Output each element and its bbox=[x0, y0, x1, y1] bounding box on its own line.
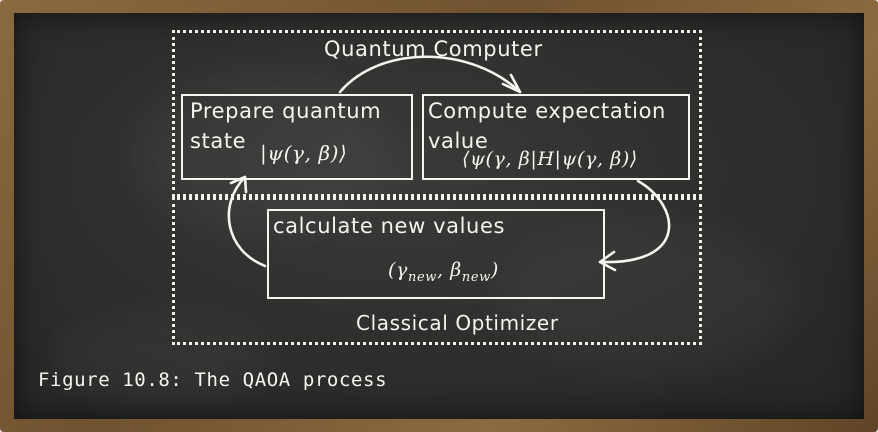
arrow-update-to-prepare bbox=[227, 175, 267, 268]
expectation-value-formula: ⟨ψ(γ, β|H|ψ(γ, β)⟩ bbox=[462, 148, 638, 170]
update-values-line1: calculate new values bbox=[273, 214, 506, 238]
classical-optimizer-label: Classical Optimizer bbox=[356, 311, 559, 335]
expectation-value-line1: Compute expectation bbox=[428, 99, 666, 123]
arrow-prepare-to-expectation bbox=[338, 55, 522, 94]
classical-optimizer-region bbox=[172, 197, 702, 345]
chalkboard bbox=[14, 13, 864, 419]
prepare-state-line1: Prepare quantum bbox=[190, 99, 382, 123]
expectation-value-line2: value bbox=[428, 129, 489, 153]
update-values-formula: (γnew, βnew) bbox=[388, 259, 499, 285]
prepare-state-formula: |ψ(γ, β)⟩ bbox=[260, 141, 348, 165]
prepare-state-box bbox=[181, 94, 413, 180]
prepare-state-line2: state bbox=[190, 129, 247, 153]
figure-caption: Figure 10.8: The QAOA process bbox=[38, 369, 388, 391]
expectation-value-box bbox=[422, 94, 690, 180]
quantum-computer-region bbox=[172, 30, 702, 197]
arrow-expectation-to-update bbox=[598, 179, 671, 264]
update-values-box bbox=[267, 209, 605, 299]
